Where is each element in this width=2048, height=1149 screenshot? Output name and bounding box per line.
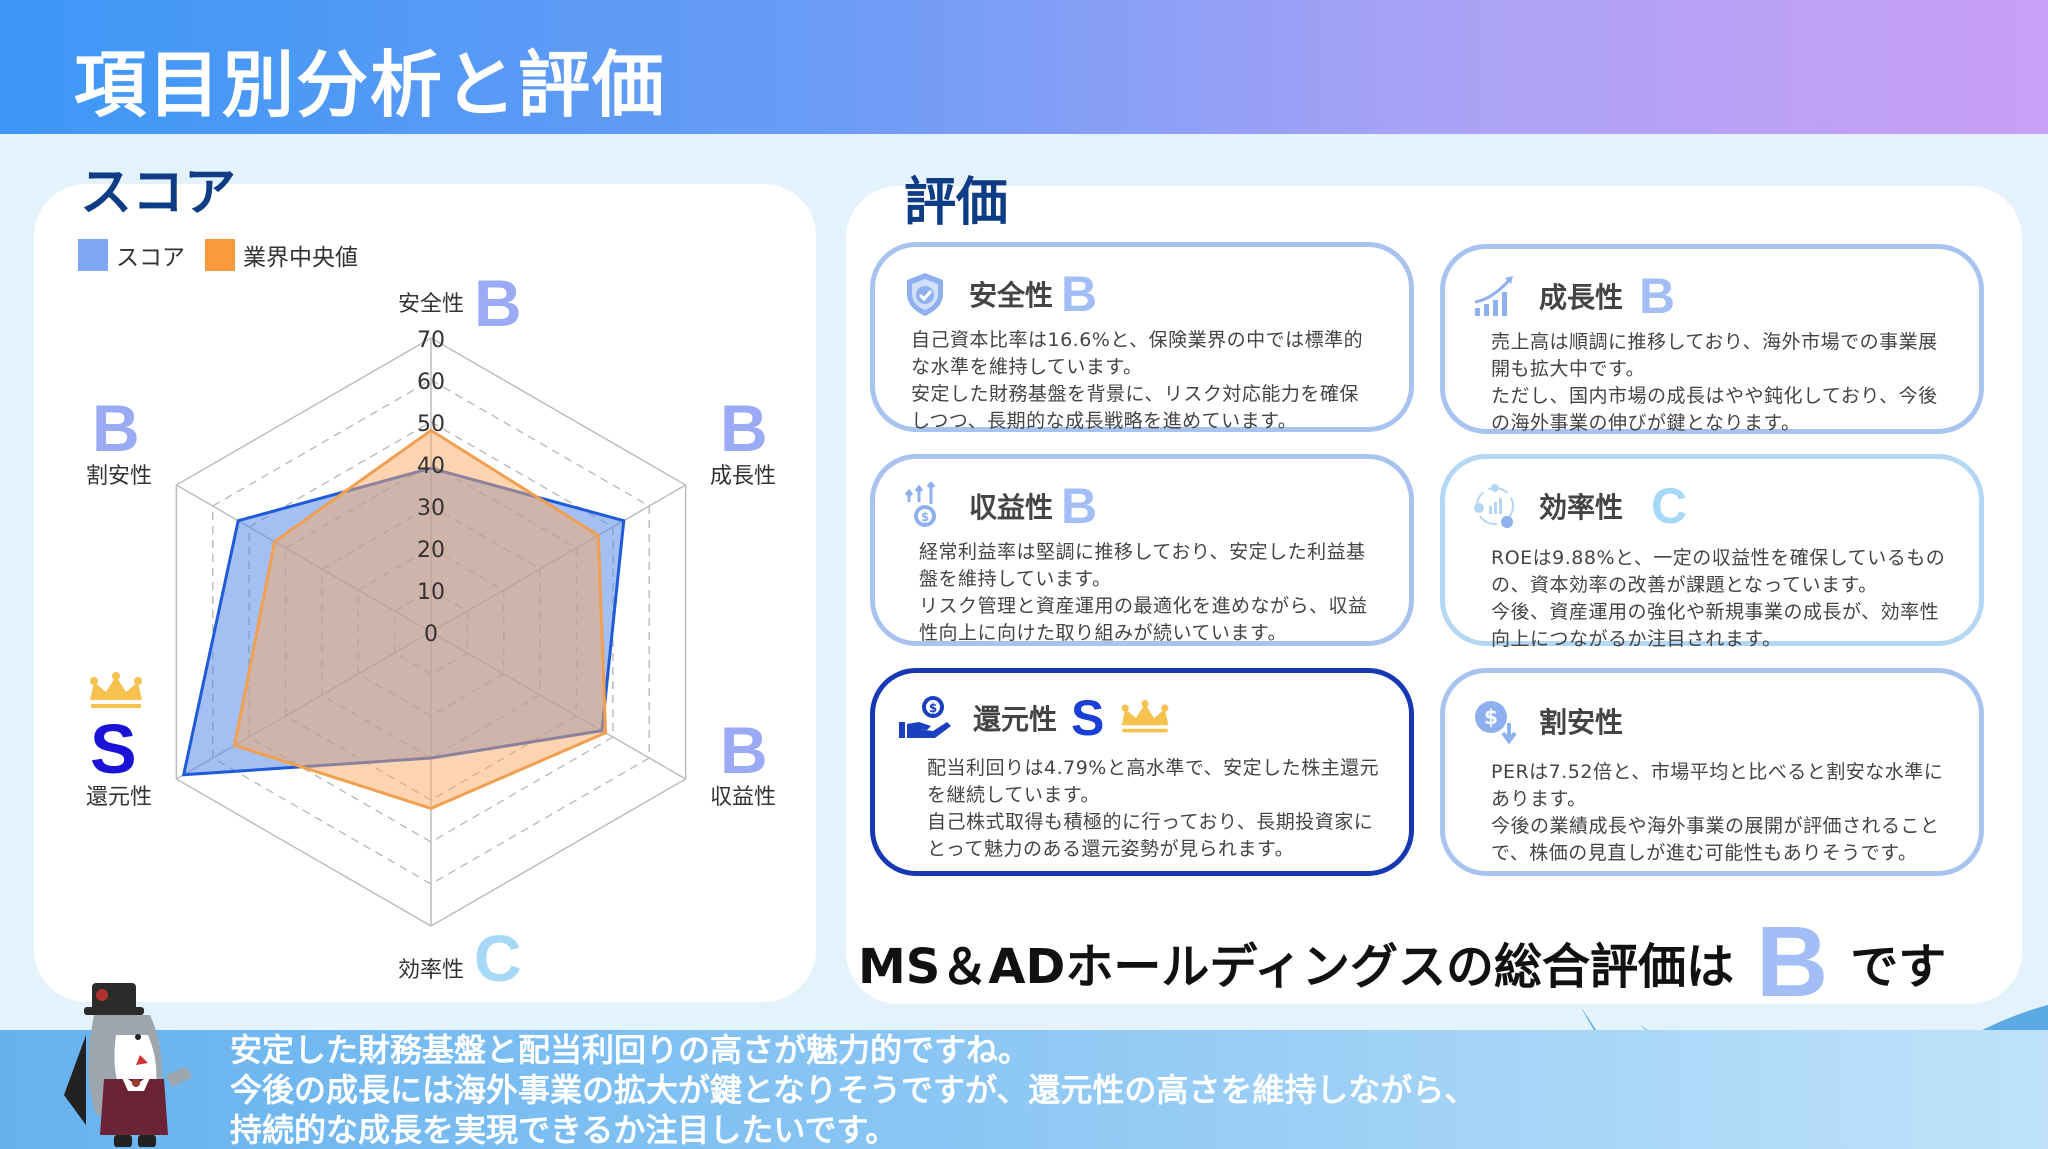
page-title: 項目別分析と評価 xyxy=(74,43,667,127)
card-safety: 安全性 B 自己資本比率は16.6%と、保険業界の中では標準的 な水準を維持して… xyxy=(870,242,1414,432)
card-value: $ 割安性 PERは7.52倍と、市場平均と比べると割安な水準に あります。 今… xyxy=(1440,668,1984,876)
mascot-comment: 安定した財務基盤と配当利回りの高さが魅力的ですね。 今後の成長には海外事業の拡大… xyxy=(230,1031,1477,1149)
card-efficiency: 効率性 C ROEは9.88%と、一定の収益性を確保しているもの の、資本効率の… xyxy=(1440,454,1984,650)
radar-chart: 0 10 20 30 40 50 60 70 xyxy=(175,328,687,927)
card-growth: 成長性 B 売上高は順調に推移しており、海外市場での事業展 開も拡大中です。 た… xyxy=(1440,244,1984,434)
svg-text:$: $ xyxy=(921,510,929,524)
header-banner xyxy=(0,0,2048,134)
card-title: 還元性 xyxy=(973,703,1058,736)
shark-mascot-illustration xyxy=(64,983,192,1147)
legend-label: スコア xyxy=(116,245,185,271)
card-description: 配当利回りは4.79%と高水準で、安定した株主還元 を継続しています。 自己株式… xyxy=(927,757,1380,860)
card-description: 売上高は順調に推移しており、海外市場での事業展 開も拡大中です。 ただし、国内市… xyxy=(1491,331,1938,434)
card-grade: B xyxy=(1061,478,1098,534)
card-title: 効率性 xyxy=(1539,491,1624,524)
svg-text:$: $ xyxy=(929,701,937,715)
crown-icon xyxy=(90,672,142,708)
efficiency-cycle-icon xyxy=(1474,484,1514,528)
grade-profitability: B xyxy=(720,713,768,787)
footer-banner xyxy=(0,1030,2048,1149)
legend-item-score: スコア xyxy=(78,238,185,272)
overall-rating: MS＆ADホールディングスの総合評価は B です xyxy=(858,912,1946,1012)
card-title: 収益性 xyxy=(969,491,1054,524)
axis-label-growth: 成長性 xyxy=(710,464,777,489)
grade-return: S xyxy=(90,710,137,788)
chart-legend: スコア 業界中央値 xyxy=(78,238,368,272)
radar-series-median xyxy=(232,428,608,811)
legend-label: 業界中央値 xyxy=(243,245,358,271)
card-description: ROEは9.88%と、一定の収益性を確保しているもの の、資本効率の改善が課題と… xyxy=(1491,547,1946,650)
radar-tick-label: 40 xyxy=(417,454,445,479)
radar-tick-label: 60 xyxy=(417,370,445,395)
evaluation-section-title: 評価 xyxy=(904,173,1009,233)
coin-arrows-up-icon: $ xyxy=(904,482,936,527)
card-grade: S xyxy=(1071,690,1105,746)
radar-tick-label: 30 xyxy=(417,496,445,521)
card-title: 成長性 xyxy=(1539,281,1624,314)
card-title: 安全性 xyxy=(969,279,1054,312)
radar-tick-label: 70 xyxy=(417,328,445,353)
card-return: $ 還元性 S 配当利回りは4.79%と高水準で、安定した株主還元 を継続してい… xyxy=(870,668,1414,876)
legend-swatch-score xyxy=(78,239,108,271)
grade-value: B xyxy=(92,391,140,465)
crown-icon xyxy=(1121,700,1169,733)
radar-tick-label: 20 xyxy=(417,538,445,563)
card-profitability: $ 収益性 B 経常利益率は堅調に推移しており、安定した利益基 盤を維持していま… xyxy=(870,454,1414,646)
overall-grade: B xyxy=(1755,906,1829,1018)
grade-safety: B xyxy=(474,266,522,340)
grade-growth: B xyxy=(720,391,768,465)
dollar-down-icon: $ xyxy=(1475,701,1517,745)
card-description: 経常利益率は堅調に推移しており、安定した利益基 盤を維持しています。 リスク管理… xyxy=(919,541,1368,644)
axis-label-efficiency: 効率性 xyxy=(398,958,465,983)
axis-label-return: 還元性 xyxy=(86,785,153,810)
overall-suffix: です xyxy=(1850,939,1947,995)
svg-text:$: $ xyxy=(1484,705,1498,729)
legend-item-median: 業界中央値 xyxy=(205,238,358,272)
radar-tick-label: 50 xyxy=(417,412,445,437)
card-grade: B xyxy=(1061,266,1098,322)
shield-check-icon xyxy=(907,273,943,316)
legend-swatch-median xyxy=(205,239,235,271)
radar-tick-label: 10 xyxy=(417,580,445,605)
overall-prefix: MS＆ADホールディングスの総合評価は xyxy=(858,939,1734,995)
axis-label-value: 割安性 xyxy=(86,464,153,489)
grade-efficiency: C xyxy=(474,921,522,995)
growth-chart-icon xyxy=(1474,276,1513,316)
score-section-title: スコア xyxy=(80,163,237,223)
card-description: 自己資本比率は16.6%と、保険業界の中では標準的 な水準を維持しています。 安… xyxy=(911,329,1364,432)
card-title: 割安性 xyxy=(1539,706,1624,739)
card-grade: C xyxy=(1651,478,1688,534)
axis-label-safety: 安全性 xyxy=(398,292,465,317)
hand-coin-icon: $ xyxy=(899,696,951,738)
axis-label-profitability: 収益性 xyxy=(710,785,777,810)
card-description: PERは7.52倍と、市場平均と比べると割安な水準に あります。 今後の業績成長… xyxy=(1491,761,1944,864)
card-grade: B xyxy=(1639,268,1676,324)
radar-tick-label: 0 xyxy=(424,622,438,647)
